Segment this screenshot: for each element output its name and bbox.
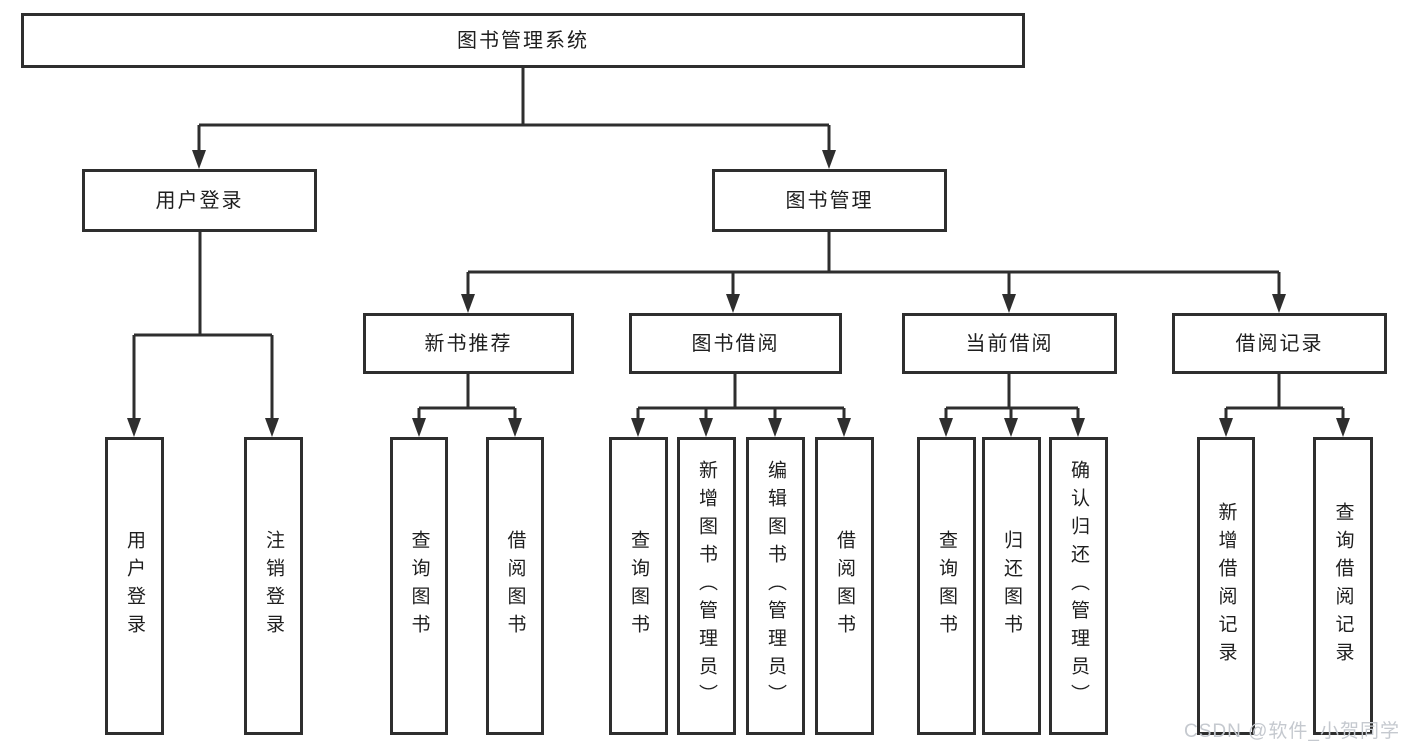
node-new-book-recommend: 新书推荐 xyxy=(363,313,574,374)
leaf-query-borrow-record-label: 查询借阅记录 xyxy=(1332,502,1354,670)
leaf-borrow-books: 借阅图书 xyxy=(815,437,874,735)
leaf-borrow-books-recommend-label: 借阅图书 xyxy=(504,530,526,642)
leaf-borrow-books-label: 借阅图书 xyxy=(834,530,855,642)
leaf-add-book-admin-label: 新增图书（管理员） xyxy=(696,460,717,712)
leaf-edit-book-admin-label: 编辑图书（管理员） xyxy=(765,460,786,712)
watermark: CSDN @软件_小贺同学 xyxy=(1184,721,1400,742)
leaf-query-books-current-label: 查询图书 xyxy=(936,530,957,642)
leaf-return-book: 归还图书 xyxy=(982,437,1041,735)
node-user-login-label: 用户登录 xyxy=(155,189,244,212)
leaf-query-borrow-record: 查询借阅记录 xyxy=(1313,437,1373,735)
node-book-management: 图书管理 xyxy=(712,169,947,232)
leaf-query-books-recommend-label: 查询图书 xyxy=(408,530,430,642)
leaf-confirm-return-admin: 确认归还（管理员） xyxy=(1049,437,1108,735)
leaf-return-book-label: 归还图书 xyxy=(1001,530,1022,642)
leaf-add-borrow-record: 新增借阅记录 xyxy=(1197,437,1255,735)
leaf-confirm-return-admin-label: 确认归还（管理员） xyxy=(1068,460,1089,712)
node-new-book-recommend-label: 新书推荐 xyxy=(424,332,513,355)
node-user-login: 用户登录 xyxy=(82,169,317,232)
node-book-borrow-label: 图书借阅 xyxy=(691,332,780,355)
node-current-borrow-label: 当前借阅 xyxy=(965,332,1054,355)
leaf-logout-label: 注销登录 xyxy=(263,530,284,642)
leaf-logout: 注销登录 xyxy=(244,437,303,735)
leaf-borrow-books-recommend: 借阅图书 xyxy=(486,437,544,735)
leaf-user-login-label: 用户登录 xyxy=(124,530,145,642)
node-current-borrow: 当前借阅 xyxy=(902,313,1117,374)
leaf-add-borrow-record-label: 新增借阅记录 xyxy=(1215,502,1237,670)
node-root-label: 图书管理系统 xyxy=(457,29,589,52)
leaf-edit-book-admin: 编辑图书（管理员） xyxy=(746,437,805,735)
leaf-query-books-current: 查询图书 xyxy=(917,437,976,735)
leaf-query-books-borrow-label: 查询图书 xyxy=(628,530,649,642)
node-book-management-label: 图书管理 xyxy=(785,189,874,212)
leaf-add-book-admin: 新增图书（管理员） xyxy=(677,437,736,735)
node-borrow-records: 借阅记录 xyxy=(1172,313,1387,374)
leaf-query-books-borrow: 查询图书 xyxy=(609,437,668,735)
leaf-user-login: 用户登录 xyxy=(105,437,164,735)
leaf-query-books-recommend: 查询图书 xyxy=(390,437,448,735)
node-root: 图书管理系统 xyxy=(21,13,1025,68)
node-borrow-records-label: 借阅记录 xyxy=(1235,332,1324,355)
node-book-borrow: 图书借阅 xyxy=(629,313,842,374)
